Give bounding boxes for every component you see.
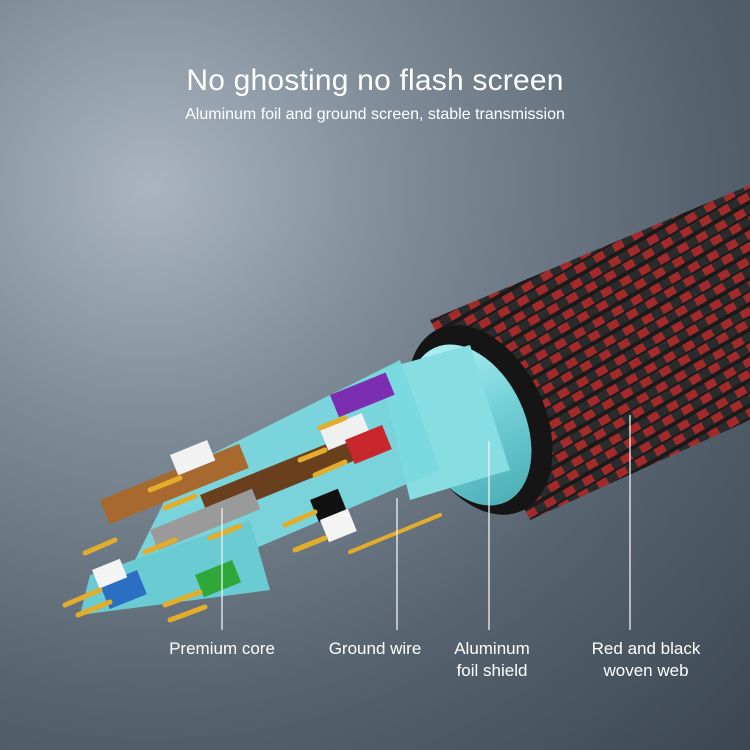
callout-text: foil shield [456,661,528,680]
subheadline: Aluminum foil and ground screen, stable … [185,106,565,123]
inner-wire-pairs [80,360,440,615]
callout-text: Red and black [591,639,701,658]
callout-premium-core: Premium core [169,638,275,660]
copper-conductors [62,415,442,623]
callout-woven-web: Red and black woven web [592,638,701,682]
callout-text: woven web [603,661,689,680]
callout-text: Ground wire [328,639,422,658]
callout-ground-wire: Ground wire [329,638,422,660]
callout-foil-shield: Aluminum foil shield [454,638,530,682]
headline: No ghosting no flash screen [186,64,564,97]
callout-text: Aluminum [454,639,530,658]
callout-text: Premium core [169,639,275,658]
